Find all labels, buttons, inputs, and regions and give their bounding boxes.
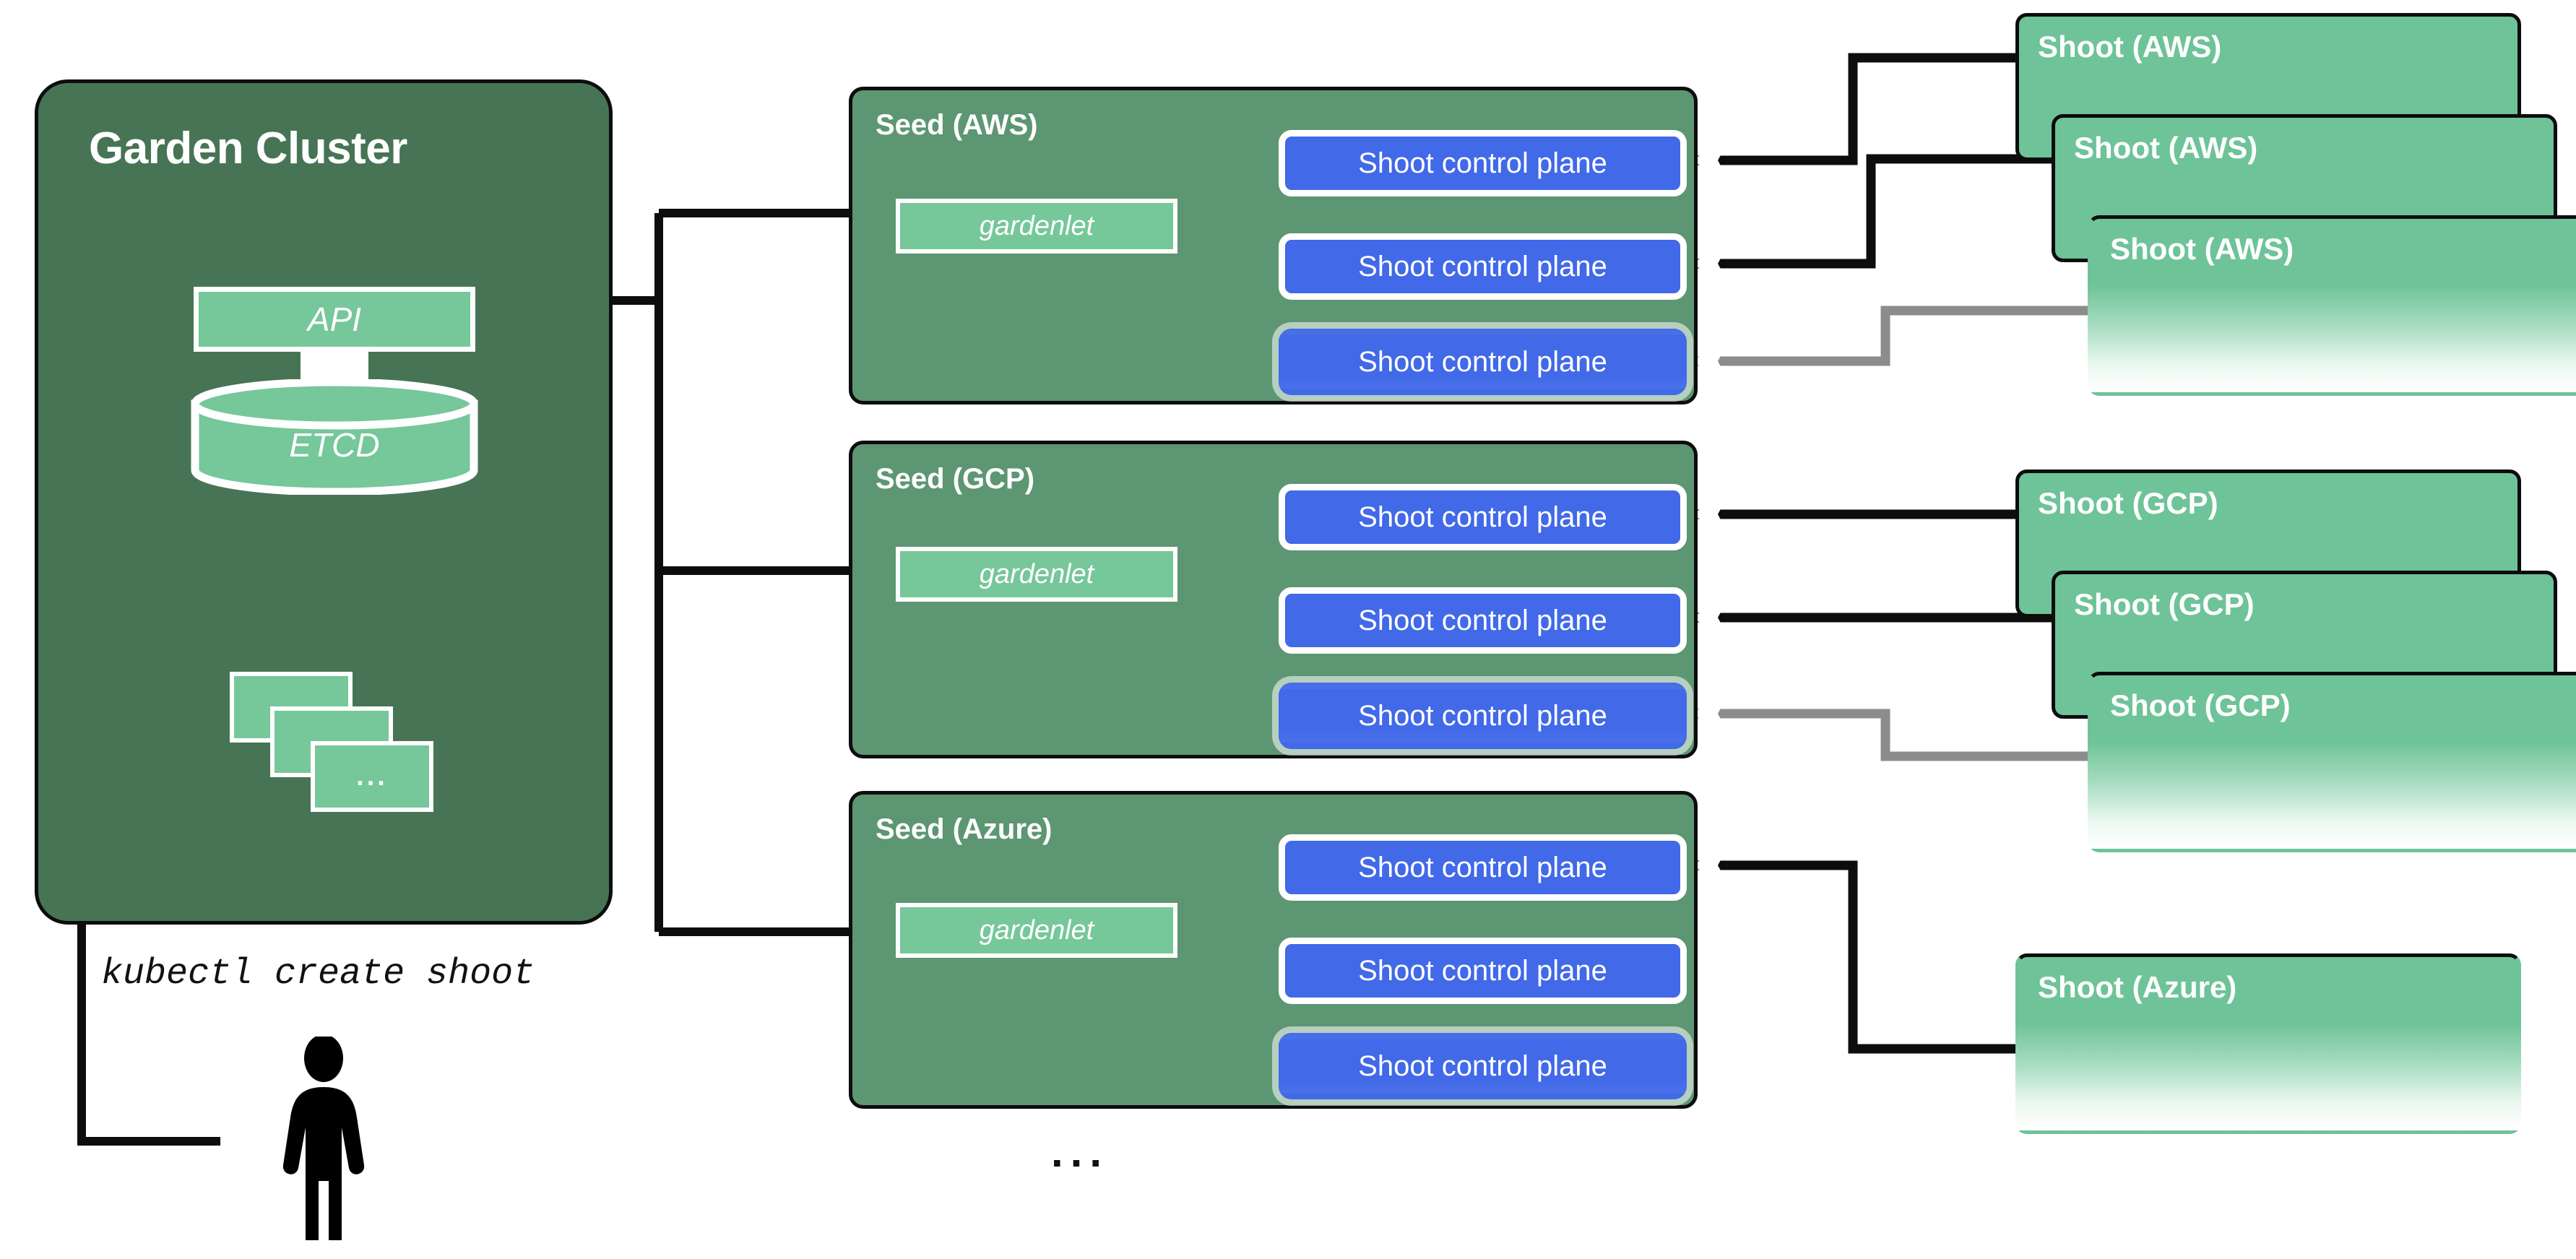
shoot-control-plane-azure-3[interactable]: Shoot control plane <box>1279 1033 1687 1099</box>
shoot-control-plane-label: Shoot control plane <box>1358 1050 1607 1082</box>
connector-shoot-aws-3 <box>1694 306 2088 366</box>
resource-card-3: ... <box>311 741 433 812</box>
etcd-database[interactable]: ETCD <box>190 379 479 495</box>
shoot-label-azure-1: Shoot (Azure) <box>2038 970 2237 1004</box>
shoot-label-aws-3: Shoot (AWS) <box>2110 232 2294 266</box>
shoot-control-plane-aws-1[interactable]: Shoot control plane <box>1279 130 1687 196</box>
garden-resource-card-stack: ... <box>230 672 454 812</box>
more-seeds-ellipsis: ... <box>1051 1128 1110 1176</box>
shoot-control-plane-gcp-1[interactable]: Shoot control plane <box>1279 484 1687 550</box>
gardenlet-aws[interactable]: gardenlet <box>896 199 1177 254</box>
shoot-control-plane-label: Shoot control plane <box>1358 250 1607 282</box>
api-server-box[interactable]: API <box>194 287 475 352</box>
shoot-card-aws-3[interactable]: Shoot (AWS) <box>2088 215 2576 396</box>
shoot-label-gcp-1: Shoot (GCP) <box>2038 486 2218 520</box>
gardenlet-label-aws: gardenlet <box>979 210 1094 241</box>
shoot-control-plane-azure-2[interactable]: Shoot control plane <box>1279 938 1687 1004</box>
shoot-control-plane-azure-1[interactable]: Shoot control plane <box>1279 834 1687 901</box>
gardenlet-label-gcp: gardenlet <box>979 558 1094 589</box>
shoot-control-plane-gcp-3[interactable]: Shoot control plane <box>1279 683 1687 749</box>
connector-shoot-aws-1 <box>1694 53 2015 165</box>
seed-panel-gcp[interactable]: Seed (GCP) gardenlet Shoot control plane… <box>849 441 1698 758</box>
seed-panel-azure[interactable]: Seed (Azure) gardenlet Shoot control pla… <box>849 791 1698 1109</box>
shoot-control-plane-label: Shoot control plane <box>1358 604 1607 636</box>
seed-title-aws: Seed (AWS) <box>876 109 1038 141</box>
connector-shoot-aws-2 <box>1694 154 2052 269</box>
seed-title-gcp: Seed (GCP) <box>876 463 1035 495</box>
shoot-card-azure-1[interactable]: Shoot (Azure) <box>2015 953 2521 1134</box>
shoot-label-aws-1: Shoot (AWS) <box>2038 30 2222 64</box>
shoot-control-plane-label: Shoot control plane <box>1358 954 1607 987</box>
api-label: API <box>307 300 362 338</box>
shoot-control-plane-label: Shoot control plane <box>1358 345 1607 378</box>
seed-panel-aws[interactable]: Seed (AWS) gardenlet Shoot control plane… <box>849 87 1698 404</box>
gardenlet-azure[interactable]: gardenlet <box>896 903 1177 958</box>
shoot-label-gcp-3: Shoot (GCP) <box>2110 688 2291 722</box>
shoot-control-plane-label: Shoot control plane <box>1358 851 1607 883</box>
shoot-label-gcp-2: Shoot (GCP) <box>2074 587 2255 621</box>
shoot-control-plane-label: Shoot control plane <box>1358 147 1607 179</box>
garden-cluster-title: Garden Cluster <box>89 124 407 173</box>
shoot-label-aws-2: Shoot (AWS) <box>2074 131 2258 165</box>
user-person-icon <box>273 1034 374 1246</box>
connector-shoot-azure-1 <box>1694 860 2015 1054</box>
seed-title-azure: Seed (Azure) <box>876 813 1053 845</box>
gardenlet-gcp[interactable]: gardenlet <box>896 547 1177 602</box>
shoot-card-gcp-3[interactable]: Shoot (GCP) <box>2088 672 2576 852</box>
connector-shoot-gcp-3 <box>1694 709 2088 761</box>
shoot-control-plane-aws-3[interactable]: Shoot control plane <box>1279 329 1687 395</box>
shoot-control-plane-gcp-2[interactable]: Shoot control plane <box>1279 587 1687 654</box>
shoot-control-plane-label: Shoot control plane <box>1358 501 1607 533</box>
etcd-cylinder-icon <box>191 379 478 495</box>
gardenlet-label-azure: gardenlet <box>979 914 1094 946</box>
shoot-control-plane-label: Shoot control plane <box>1358 699 1607 732</box>
kubectl-command-text: kubectl create shoot <box>101 953 535 995</box>
shoot-control-plane-aws-2[interactable]: Shoot control plane <box>1279 233 1687 300</box>
garden-cluster-panel[interactable]: Garden Cluster API ETCD ... <box>35 79 613 925</box>
etcd-label: ETCD <box>289 426 380 464</box>
